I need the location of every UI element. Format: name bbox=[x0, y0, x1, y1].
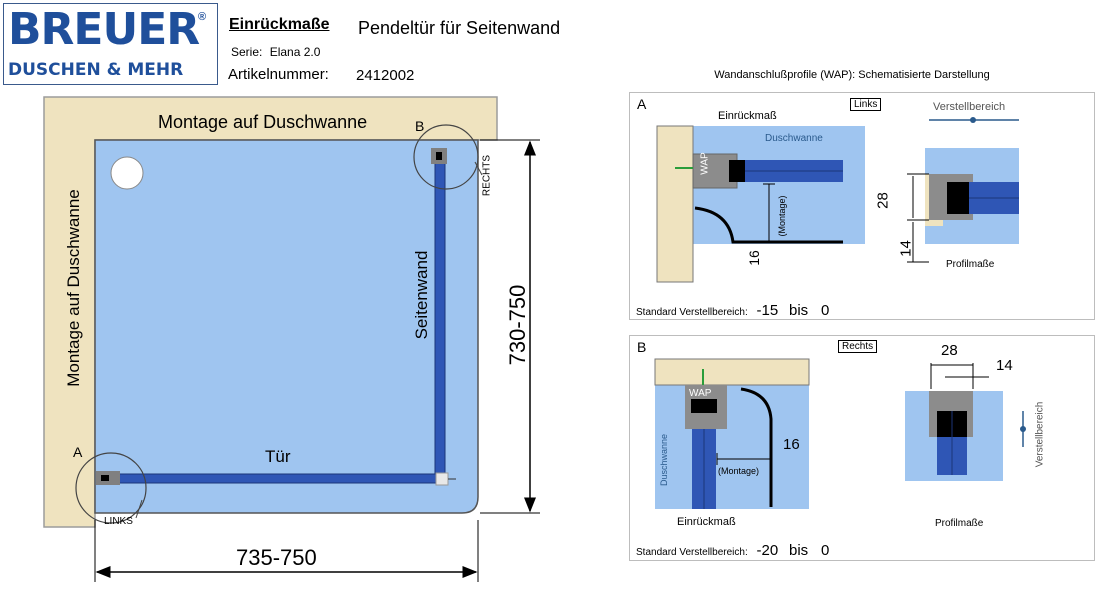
drain bbox=[110, 156, 144, 190]
panel-b-dim-14: 14 bbox=[996, 357, 1013, 374]
doc-title: Einrückmaße bbox=[229, 16, 330, 33]
wap-title: Wandanschlußprofile (WAP): Schematisiert… bbox=[714, 69, 990, 81]
panel-a-caption: Einrückmaß bbox=[718, 110, 777, 122]
panel-a-montage: (Montage) bbox=[777, 195, 787, 237]
mount-left-label: Montage auf Duschwanne bbox=[64, 189, 83, 387]
mount-top-label: Montage auf Duschwanne bbox=[158, 112, 368, 132]
panel-b-range-to: 0 bbox=[820, 542, 830, 559]
panel-b-range-from: -20 bbox=[756, 542, 779, 559]
side-wall-glass bbox=[434, 149, 446, 477]
article-label: Artikelnummer: bbox=[228, 66, 329, 83]
panel-a-range: Standard Verstellbereich: -15 bis 0 bbox=[636, 302, 829, 319]
door-label: Tür bbox=[265, 447, 291, 466]
panel-b-side-tag: Rechts bbox=[838, 340, 878, 353]
panel-a-range-label: Standard Verstellbereich: bbox=[636, 307, 748, 318]
links-label: LINKS bbox=[104, 516, 133, 527]
panel-a-tray-label: Duschwanne bbox=[765, 133, 823, 144]
panel-a-side-tag: Links bbox=[850, 98, 882, 111]
panel-b-dim-16: 16 bbox=[783, 436, 800, 453]
panel-b-montage: (Montage) bbox=[718, 466, 760, 476]
panel-a-profile-caption: Profilmaße bbox=[946, 259, 995, 270]
rechts-label: RECHTS bbox=[481, 154, 493, 197]
series-value: Elana 2.0 bbox=[269, 45, 321, 59]
panel-b-range-label: Standard Verstellbereich: bbox=[636, 547, 748, 558]
panel-b-profile-caption: Profilmaße bbox=[935, 518, 984, 529]
door-glass bbox=[103, 473, 443, 484]
product-title: Pendeltür für Seitenwand bbox=[358, 18, 561, 38]
panel-a-drawing bbox=[656, 117, 1019, 283]
panel-a-range-bis: bis bbox=[788, 302, 809, 319]
brand-tagline: DUSCHEN & MEHR bbox=[8, 60, 184, 80]
panel-b-letter: B bbox=[637, 339, 647, 355]
side-wall-label: Seitenwand bbox=[412, 250, 431, 340]
series: Serie: Elana 2.0 bbox=[231, 45, 320, 59]
panel-b-tray-label: Duschwanne bbox=[659, 433, 669, 487]
panel-a-range-to: 0 bbox=[820, 302, 830, 319]
shower-tray bbox=[94, 139, 479, 514]
brand-logo: BREUER ® DUSCHEN & MEHR bbox=[3, 3, 218, 85]
article-number: 2412002 bbox=[356, 67, 415, 84]
registered-mark: ® bbox=[198, 11, 207, 23]
panel-b-adjust-label: Verstellbereich bbox=[1034, 401, 1046, 468]
panel-a-letter: A bbox=[637, 96, 647, 112]
panel-a-adjust-label: Verstellbereich bbox=[933, 101, 1006, 113]
marker-b: B bbox=[415, 118, 425, 134]
panel-a-range-from: -15 bbox=[756, 302, 779, 319]
panel-a-dim-14: 14 bbox=[897, 240, 915, 257]
panel-a-dim-16: 16 bbox=[746, 250, 762, 266]
panel-b-dim-28: 28 bbox=[941, 342, 958, 359]
detail-circle-b bbox=[413, 124, 479, 190]
brand-name: BREUER bbox=[8, 4, 200, 55]
width-dimension: 735-750 bbox=[236, 545, 317, 570]
marker-a: A bbox=[73, 444, 83, 460]
panel-b-range: Standard Verstellbereich: -20 bis 0 bbox=[636, 542, 829, 559]
plan-view bbox=[43, 96, 540, 582]
panel-b-caption: Einrückmaß bbox=[677, 516, 736, 528]
panel-b-wap-tag: WAP bbox=[689, 388, 712, 399]
panel-b-range-bis: bis bbox=[788, 542, 809, 559]
detail-circle-a bbox=[75, 452, 147, 524]
series-label: Serie: bbox=[231, 45, 263, 59]
panel-a-dim-28: 28 bbox=[874, 192, 892, 209]
panel-a-wap-tag: WAP bbox=[699, 152, 711, 175]
depth-dimension: 730-750 bbox=[505, 284, 530, 366]
panel-b-drawing bbox=[654, 358, 1026, 509]
